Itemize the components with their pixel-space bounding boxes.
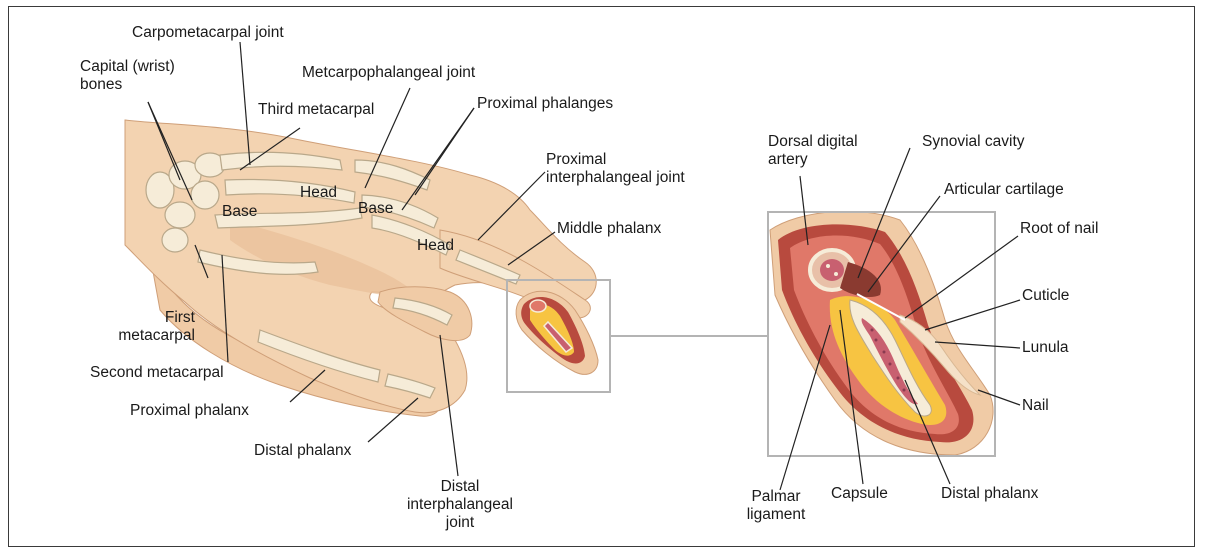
label-dorsal-digital-artery: Dorsal digital artery xyxy=(768,133,858,169)
label-distal-interphalangeal-joint: Distal interphalangeal joint xyxy=(395,478,525,532)
label-palmar-ligament: Palmar ligament xyxy=(736,488,816,524)
label-carpometacarpal-joint: Carpometacarpal joint xyxy=(132,24,284,42)
label-root-of-nail: Root of nail xyxy=(1020,220,1098,238)
label-synovial-cavity: Synovial cavity xyxy=(922,133,1025,151)
label-capital-bones: Capital (wrist) bones xyxy=(80,58,175,94)
label-proximal-phalanges: Proximal phalanges xyxy=(477,95,613,113)
label-middle-phalanx: Middle phalanx xyxy=(557,220,661,238)
label-nail: Nail xyxy=(1022,397,1049,415)
label-third-metacarpal: Third metacarpal xyxy=(258,101,374,119)
label-base-phalanx: Base xyxy=(358,200,393,218)
label-base-metacarpal: Base xyxy=(222,203,257,221)
label-second-metacarpal: Second metacarpal xyxy=(90,364,224,382)
label-head-metacarpal: Head xyxy=(300,184,337,202)
label-proximal-interphalangeal-joint: Proximal interphalangeal joint xyxy=(546,151,685,187)
label-first-metacarpal: First metacarpal xyxy=(60,309,195,345)
label-distal-phalanx-hand: Distal phalanx xyxy=(254,442,351,460)
label-lunula: Lunula xyxy=(1022,339,1069,357)
label-cuticle: Cuticle xyxy=(1022,287,1069,305)
label-articular-cartilage: Articular cartilage xyxy=(944,181,1064,199)
label-capsule: Capsule xyxy=(831,485,888,503)
label-head-phalanx: Head xyxy=(417,237,454,255)
label-proximal-phalanx: Proximal phalanx xyxy=(130,402,249,420)
label-distal-phalanx-detail: Distal phalanx xyxy=(941,485,1038,503)
fingertip-section-detail xyxy=(770,211,993,455)
label-metacarpophalangeal-joint: Metcarpophalangeal joint xyxy=(302,64,475,82)
